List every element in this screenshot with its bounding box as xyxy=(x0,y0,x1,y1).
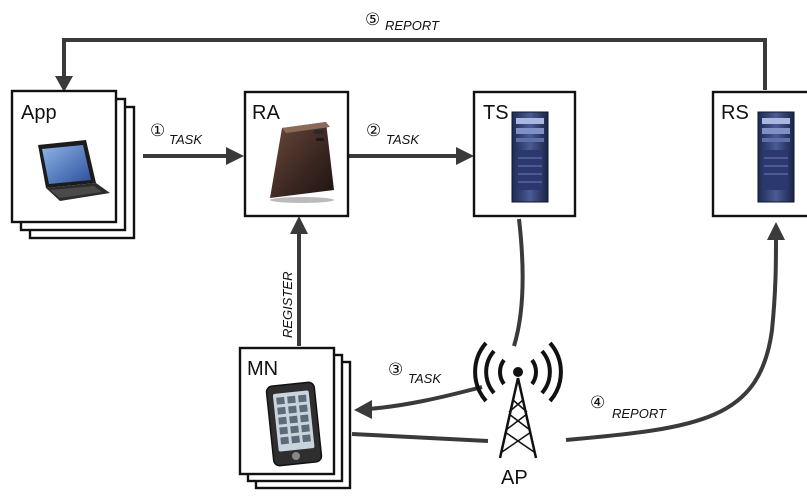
server-tower-icon xyxy=(511,111,549,203)
edge-4-number: ④ xyxy=(590,393,605,413)
node-app: App xyxy=(10,89,136,240)
mobile-device-icon xyxy=(265,381,323,467)
edge-2-number: ② xyxy=(366,121,381,141)
ap-label: AP xyxy=(501,467,528,489)
edge-task-2 xyxy=(348,147,474,165)
edge-4-label: REPORT xyxy=(612,406,667,421)
antenna-icon xyxy=(473,341,563,459)
edge-register xyxy=(290,216,308,346)
edge-1-number: ① xyxy=(150,121,165,141)
server-icon xyxy=(270,122,334,203)
node-ap: AP xyxy=(473,341,563,489)
edge-3-number: ③ xyxy=(388,360,403,380)
edge-report-5 xyxy=(55,38,767,92)
ra-label: RA xyxy=(252,102,280,124)
edge-5-number: ⑤ xyxy=(365,10,380,30)
edge-3-label: TASK xyxy=(408,371,442,386)
mn-label: MN xyxy=(247,358,278,380)
node-mn: MN xyxy=(238,346,352,490)
edge-report-4 xyxy=(565,222,785,442)
edge-task-1 xyxy=(143,147,244,165)
server-tower-icon xyxy=(757,111,795,203)
ts-label: TS xyxy=(483,102,509,124)
edge-5-label: REPORT xyxy=(385,18,440,33)
rs-label: RS xyxy=(721,102,749,124)
edge-mn-ap xyxy=(351,432,489,443)
node-rs: RS xyxy=(711,90,807,218)
edge-2-label: TASK xyxy=(386,132,420,147)
node-ra: RA xyxy=(243,90,350,218)
node-ts: TS xyxy=(472,90,577,218)
edge-1-label: TASK xyxy=(169,132,203,147)
laptop-icon xyxy=(38,140,110,201)
edge-ts-ap xyxy=(512,218,525,347)
app-label: App xyxy=(21,102,57,124)
register-label: REGISTER xyxy=(280,272,295,338)
edge-task-3 xyxy=(354,385,483,419)
